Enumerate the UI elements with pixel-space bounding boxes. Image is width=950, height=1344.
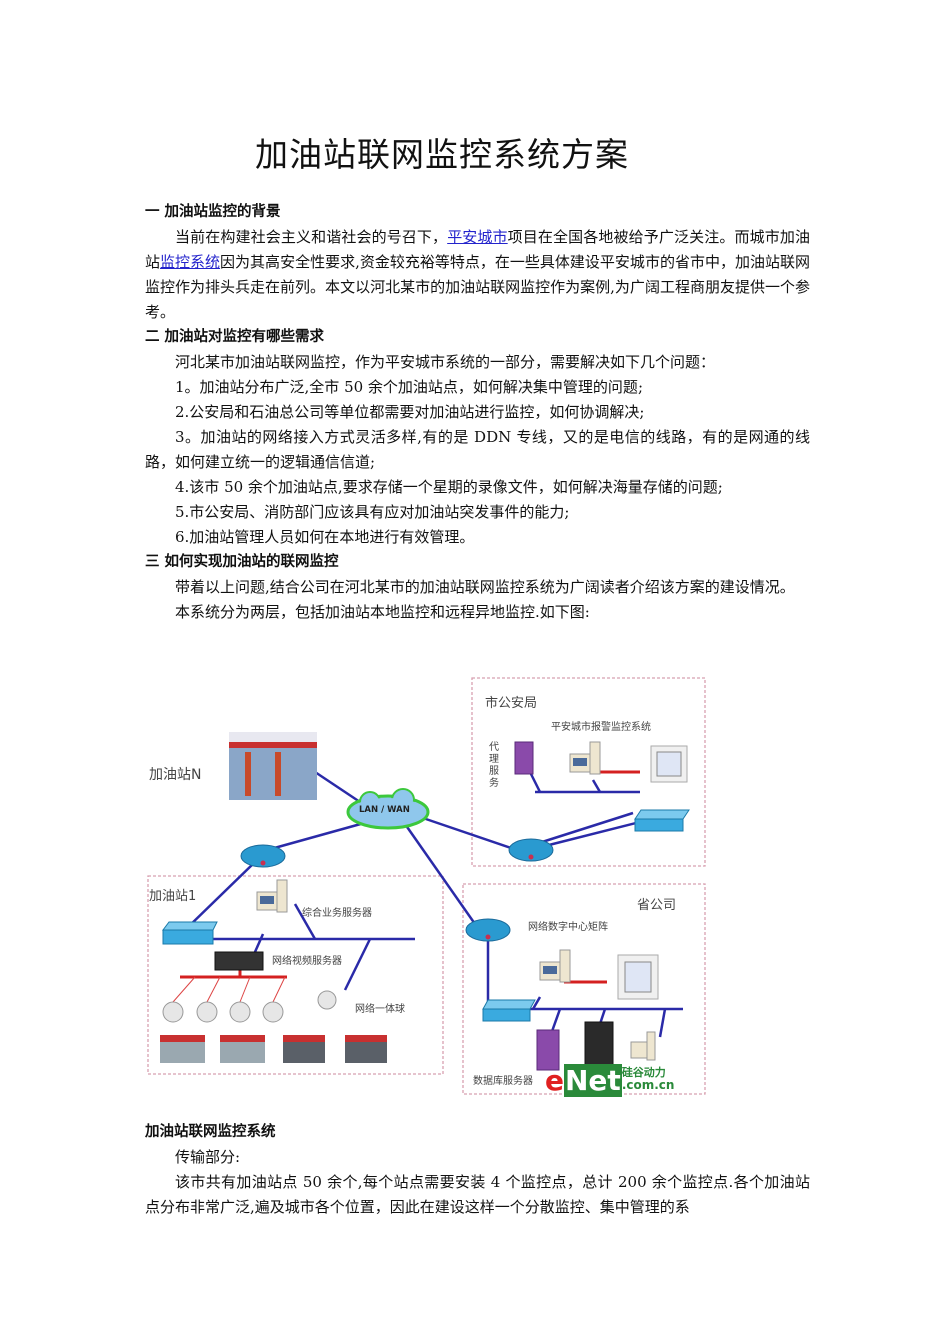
section-heading-implementation: 三 如何实现加油站的联网监控 [145,554,339,570]
text-span: 因为其高安全性要求,资金较充裕等特点，在一些具体建设平安城市的省市中，加油站联网… [145,253,810,321]
text-span: 项目在全国各地被给予广泛关注。而城市加油站 [145,228,810,271]
link-safe-city[interactable]: 平安城市 [447,228,508,246]
transmission-subheading: 传输部分: [175,1148,241,1166]
transmission-paragraph: 该市共有加油站点 50 余个,每个站点需要安装 4 个监控点，总计 200 余个… [145,1173,810,1216]
label-station-n: 加油站N [149,767,202,783]
label-station-1: 加油站1 [149,889,197,904]
watermark-net: Net [564,1064,622,1097]
cloud-icon [346,788,430,830]
section-heading-background: 一 加油站监控的背景 [145,204,281,220]
watermark-domain: .com.cn [621,1078,675,1092]
network-diagram: 加油站N LAN / WAN 市公安局 平安城市报警监控系统 代理服务 加油站1… [145,672,710,1097]
link-monitoring-system[interactable]: 监控系统 [160,253,221,271]
label-province: 省公司 [637,898,677,913]
page-title: 加油站联网监控系统方案 [255,135,629,174]
requirement-item: 3。加油站的网络接入方式灵活多样,有的是 DDN 专线，又的是电信的线路，有的是… [145,428,810,471]
implementation-paragraph: 本系统分为两层，包括加油站本地监控和远程异地监控.如下图: [175,603,590,621]
section-heading-requirements: 二 加油站对监控有哪些需求 [145,329,325,345]
requirement-item: 4.该市 50 余个加油站点,要求存储一个星期的录像文件，如何解决海量存储的问题… [175,478,723,496]
label-police-system: 平安城市报警监控系统 [551,722,651,733]
requirement-item: 5.市公安局、消防部门应该具有应对加油站突发事件的能力; [175,503,570,521]
network-diagram-lines [147,677,706,1095]
section-heading-system: 加油站联网监控系统 [145,1124,276,1140]
requirements-intro: 河北某市加油站联网监控，作为平安城市系统的一部分，需要解决如下几个问题： [175,353,716,371]
label-cloud: LAN / WAN [359,805,410,815]
requirement-item: 6.加油站管理人员如何在本地进行有效管理。 [175,528,475,546]
label-db-server: 数据库服务器 [473,1076,533,1087]
label-matrix: 网络数字中心矩阵 [528,922,608,933]
enet-watermark: eNet 硅谷动力 .com.cn [545,1064,675,1097]
label-police: 市公安局 [485,696,538,711]
transmission-section: 加油站联网监控系统 传输部分: 该市共有加油站点 50 余个,每个站点需要安装 … [145,1120,810,1220]
label-proxy: 代理服务 [489,742,499,789]
watermark-cn: 硅谷动力 [621,1066,666,1079]
requirement-item: 2.公安局和石油总公司等单位都需要对加油站进行监控，如何协调解决; [175,403,645,421]
text-span: 当前在构建社会主义和谐社会的号召下， [175,228,448,246]
requirement-item: 1。加油站分布广泛,全市 50 余个加油站点，如何解决集中管理的问题; [175,378,643,396]
implementation-paragraph: 带着以上问题,结合公司在河北某市的加油站联网监控系统为广阔读者介绍该方案的建设情… [175,578,795,596]
watermark-e: e [545,1064,564,1097]
document-body: 一 加油站监控的背景 当前在构建社会主义和谐社会的号召下，平安城市项目在全国各地… [145,200,810,625]
background-paragraph: 当前在构建社会主义和谐社会的号召下，平安城市项目在全国各地被给予广泛关注。而城市… [145,225,810,325]
label-video-server: 网络视频服务器 [272,956,342,967]
label-dome: 网络一体球 [355,1004,405,1015]
label-biz-server: 综合业务服务器 [302,908,372,919]
